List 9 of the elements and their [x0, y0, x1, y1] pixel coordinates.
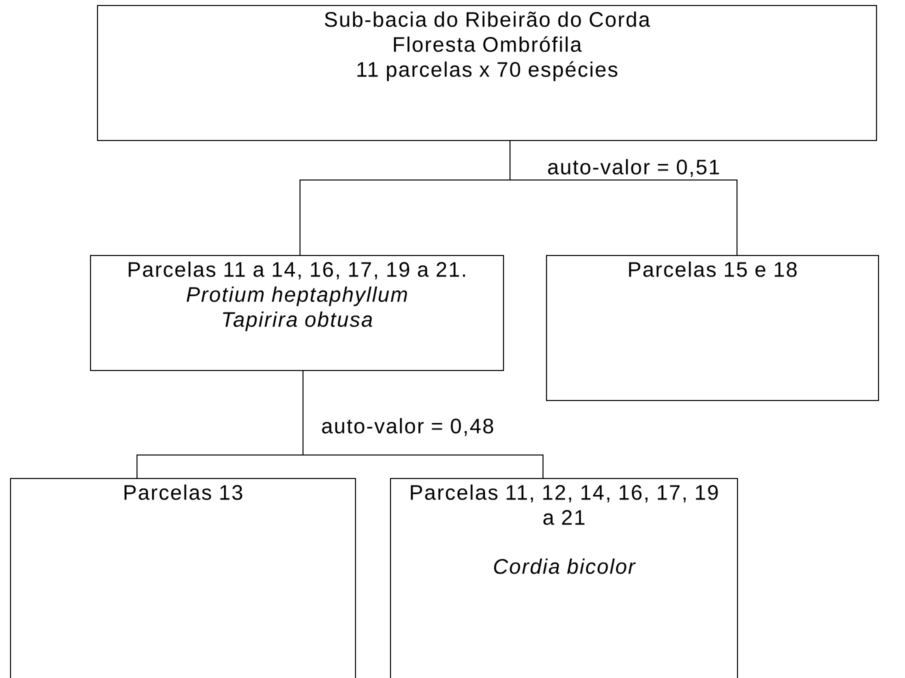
text-box: Sub-bacia do Ribeirão do Corda Floresta Ombrófila 11 parcelas x 70 espécies — [97, 5, 877, 141]
text-box: Parcelas 15 e 18 — [546, 255, 879, 401]
edge-label: auto-valor = 0,48 — [320, 417, 496, 437]
edge-label: auto-valor = 0,51 — [546, 158, 722, 178]
connector-line — [510, 140, 738, 256]
text-box: Parcelas 11 a 14, 16, 17, 19 a 21. Protium heptaphyllum Tapirira obtusa — [90, 255, 504, 371]
text-box: Parcelas 13 — [10, 478, 356, 678]
connector-line — [302, 370, 544, 478]
text-box: Parcelas 11, 12, 14, 16, 17, 19 a 21 Cordia bicolor — [390, 478, 738, 678]
